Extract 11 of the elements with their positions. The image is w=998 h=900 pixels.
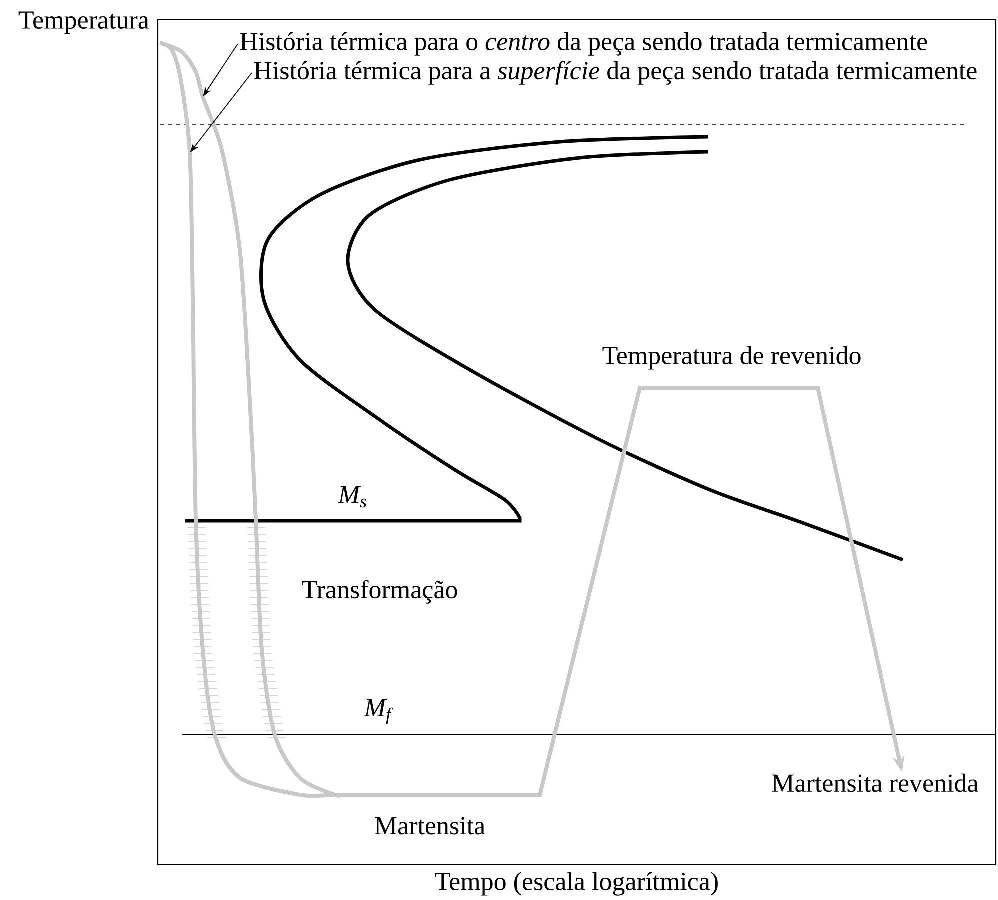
symbol-label: M$_{s}$ [338, 486, 366, 508]
region-label: Temperatura de revenido [602, 346, 861, 370]
leader-text: História térmica para o centro da peça sendo tratada termicamente [240, 32, 928, 56]
region-label: Transformação [302, 580, 458, 604]
region-label: Martensita [375, 817, 486, 835]
region-label: Martensita revenida [772, 774, 978, 792]
leader-text: História térmica para a superfície da peça sendo tratada termicamente [254, 61, 977, 85]
axis-label: Tempo (escala logarítmica) [435, 872, 718, 896]
axis-label: Temperatura [18, 12, 150, 34]
symbol-label: M$_{f}$ [364, 700, 394, 725]
tempering-path-arrow [330, 386, 905, 797]
